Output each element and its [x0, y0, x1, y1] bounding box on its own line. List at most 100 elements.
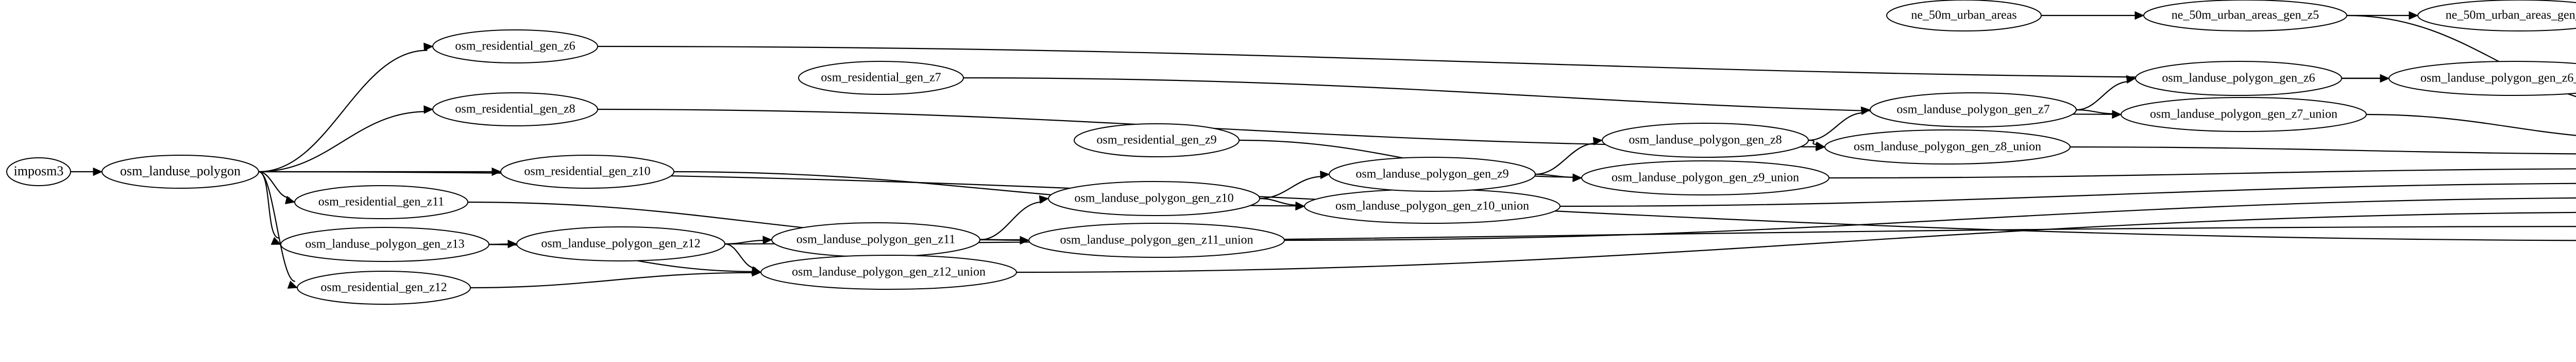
node-shape	[280, 227, 489, 262]
edge-osm_landuse_polygon_gen_z12_union-to-layer_landuse.z12	[1016, 211, 2576, 273]
node-label: osm_landuse_polygon_gen_z10	[1074, 192, 1233, 205]
node-ne_50m_urban_areas_gen_z4[interactable]: ne_50m_urban_areas_gen_z4	[2417, 0, 2576, 31]
node-osm_landuse_polygon_gen_z6_union[interactable]: osm_landuse_polygon_gen_z6_union	[2388, 61, 2576, 96]
node-osm_residential_gen_z12[interactable]: osm_residential_gen_z12	[297, 271, 471, 305]
node-osm_landuse_polygon_gen_z11[interactable]: osm_landuse_polygon_gen_z11	[771, 222, 980, 257]
edge-arrowhead	[2380, 74, 2390, 83]
node-osm_landuse_polygon_gen_z9[interactable]: osm_landuse_polygon_gen_z9	[1329, 157, 1536, 192]
edge-arrowhead	[751, 266, 762, 275]
node-label: osm_landuse_polygon	[120, 163, 241, 178]
node-label: ne_50m_urban_areas_gen_z4	[2446, 9, 2576, 22]
node-label: osm_residential_gen_z8	[455, 103, 575, 116]
node-label: osm_landuse_polygon_gen_z13	[305, 238, 464, 251]
node-imposm3[interactable]: imposm3	[6, 157, 71, 186]
node-label: osm_residential_gen_z9	[1096, 134, 1216, 147]
edge-arrowhead	[2112, 110, 2122, 119]
node-osm_landuse_polygon_gen_z11_union[interactable]: osm_landuse_polygon_gen_z11_union	[1028, 223, 1285, 258]
edge-arrowhead	[423, 42, 434, 52]
node-osm_residential_gen_z11[interactable]: osm_residential_gen_z11	[294, 185, 468, 219]
node-osm_landuse_polygon_gen_z7_union[interactable]: osm_landuse_polygon_gen_z7_union	[2121, 97, 2367, 132]
node-osm_landuse_polygon_gen_z8[interactable]: osm_landuse_polygon_gen_z8	[1602, 123, 1809, 158]
node-ne_50m_urban_areas[interactable]: ne_50m_urban_areas	[1886, 0, 2042, 31]
node-osm_residential_gen_z6[interactable]: osm_residential_gen_z6	[432, 29, 598, 63]
edge-osm_landuse_polygon_gen_z10-to-osm_landuse_polygon_gen_z10_union	[1259, 198, 1298, 206]
node-osm_residential_gen_z10[interactable]: osm_residential_gen_z10	[500, 155, 674, 189]
node-osm_landuse_polygon_gen_z12_union[interactable]: osm_landuse_polygon_gen_z12_union	[760, 255, 1017, 290]
edge-osm_landuse_polygon_gen_z11_union-to-layer_landuse.z11	[1284, 197, 2576, 241]
edge-arrowhead	[2134, 11, 2145, 20]
edge-arrowhead	[1860, 106, 1871, 115]
node-osm_landuse_polygon_gen_z8_union[interactable]: osm_landuse_polygon_gen_z8_union	[1824, 129, 2071, 164]
node-osm_landuse_polygon_gen_z9_union[interactable]: osm_landuse_polygon_gen_z9_union	[1581, 160, 1829, 195]
edge-osm_landuse_polygon_gen_z8-to-osm_landuse_polygon_gen_z7	[1808, 112, 1865, 141]
node-osm_landuse_polygon_gen_z12[interactable]: osm_landuse_polygon_gen_z12	[516, 226, 725, 261]
edge-arrowhead	[1319, 170, 1330, 179]
node-label: osm_residential_gen_z7	[821, 71, 941, 85]
edge-osm_landuse_polygon_gen_z7-to-osm_landuse_polygon_gen_z6	[2076, 80, 2130, 111]
node-osm_residential_gen_z8[interactable]: osm_residential_gen_z8	[432, 92, 598, 126]
node-osm_landuse_polygon_gen_z7[interactable]: osm_landuse_polygon_gen_z7	[1870, 92, 2077, 127]
node-osm_landuse_polygon[interactable]: osm_landuse_polygon	[101, 155, 259, 189]
edge-osm_landuse_polygon_gen_z12-to-osm_landuse_polygon_gen_z12_union	[724, 243, 756, 269]
node-label: imposm3	[14, 163, 64, 178]
edge-osm_landuse_polygon_gen_z9-to-osm_landuse_polygon_gen_z9_union	[1535, 173, 1575, 178]
edge-arrowhead	[762, 236, 773, 244]
edge-arrowhead	[423, 105, 434, 114]
node-shape	[294, 185, 468, 219]
edge-osm_landuse_polygon_gen_z8_union-to-layer_landuse.z8	[2070, 146, 2576, 155]
node-osm_landuse_polygon_gen_z10_union[interactable]: osm_landuse_polygon_gen_z10_union	[1304, 189, 1561, 224]
edge-osm_landuse_polygon_gen_z9_union-to-layer_landuse.z9	[1828, 168, 2576, 179]
node-label: osm_landuse_polygon_gen_z7_union	[2150, 108, 2337, 121]
node-shape	[2143, 0, 2347, 31]
node-shape	[2121, 97, 2367, 132]
node-label: osm_landuse_polygon_gen_z7	[1896, 103, 2049, 117]
edge-osm_landuse_polygon_gen_z10_union-to-layer_landuse.z10	[1560, 183, 2576, 207]
node-osm_landuse_polygon_gen_z10[interactable]: osm_landuse_polygon_gen_z10	[1048, 181, 1260, 216]
node-shape	[2388, 61, 2576, 96]
node-label: osm_landuse_polygon_gen_z12_union	[792, 266, 986, 279]
node-shape	[1028, 223, 1285, 258]
edge-osm_landuse_polygon_gen_z10-to-osm_landuse_polygon_gen_z9	[1259, 176, 1323, 200]
node-label: osm_residential_gen_z12	[320, 281, 447, 294]
edge-arrowhead	[1039, 195, 1049, 204]
node-label: osm_landuse_polygon_gen_z9_union	[1612, 171, 1799, 185]
node-shape	[1581, 160, 1829, 195]
node-label: ne_50m_urban_areas	[1911, 9, 2016, 22]
node-osm_residential_gen_z9[interactable]: osm_residential_gen_z9	[1074, 123, 1240, 157]
node-shape	[1329, 157, 1536, 192]
edge-osm_landuse_polygon-to-osm_residential_gen_z11	[258, 171, 290, 199]
node-label: osm_residential_gen_z11	[318, 195, 444, 209]
node-shape	[432, 29, 598, 63]
edge-arrowhead	[2126, 75, 2137, 84]
node-shape	[432, 92, 598, 126]
nodes-layer: imposm3 osm_landuse_polygon osm_residentia…	[6, 0, 2576, 305]
node-shape	[1870, 92, 2077, 127]
node-shape	[760, 255, 1017, 290]
edge-arrowhead	[287, 281, 298, 289]
node-label: osm_landuse_polygon_gen_z11	[796, 233, 955, 246]
edge-arrowhead	[1295, 201, 1306, 210]
edge-arrowhead	[93, 167, 103, 176]
edge-osm_landuse_polygon-to-osm_landuse_polygon_gen_z13	[258, 171, 279, 239]
node-osm_landuse_polygon_gen_z6[interactable]: osm_landuse_polygon_gen_z6	[2135, 61, 2342, 96]
edge-osm_residential_gen_z6-to-osm_landuse_polygon_gen_z6_union	[597, 45, 2383, 79]
edge-osm_landuse_polygon-to-osm_residential_gen_z12	[258, 171, 296, 282]
node-shape	[1824, 129, 2071, 164]
node-ne_50m_urban_areas_gen_z5[interactable]: ne_50m_urban_areas_gen_z5	[2143, 0, 2347, 31]
edge-osm_landuse_polygon_gen_z11-to-osm_landuse_polygon_gen_z10	[979, 201, 1043, 241]
edge-arrowhead	[1572, 173, 1583, 182]
edge-osm_landuse_polygon_gen_z8-to-osm_landuse_polygon_gen_z8_union	[1808, 139, 1819, 145]
node-shape	[516, 226, 725, 261]
node-shape	[1886, 0, 2042, 31]
node-shape	[500, 155, 674, 189]
node-label: osm_landuse_polygon_gen_z8	[1629, 134, 1782, 147]
node-osm_landuse_polygon_gen_z13[interactable]: osm_landuse_polygon_gen_z13	[280, 227, 489, 262]
node-shape	[2417, 0, 2576, 31]
edge-arrowhead	[285, 195, 296, 204]
node-shape	[1048, 181, 1260, 216]
edge-arrowhead	[492, 167, 502, 176]
node-osm_residential_gen_z7[interactable]: osm_residential_gen_z7	[798, 61, 964, 95]
edge-osm_landuse_polygon-to-osm_residential_gen_z6	[258, 50, 428, 173]
